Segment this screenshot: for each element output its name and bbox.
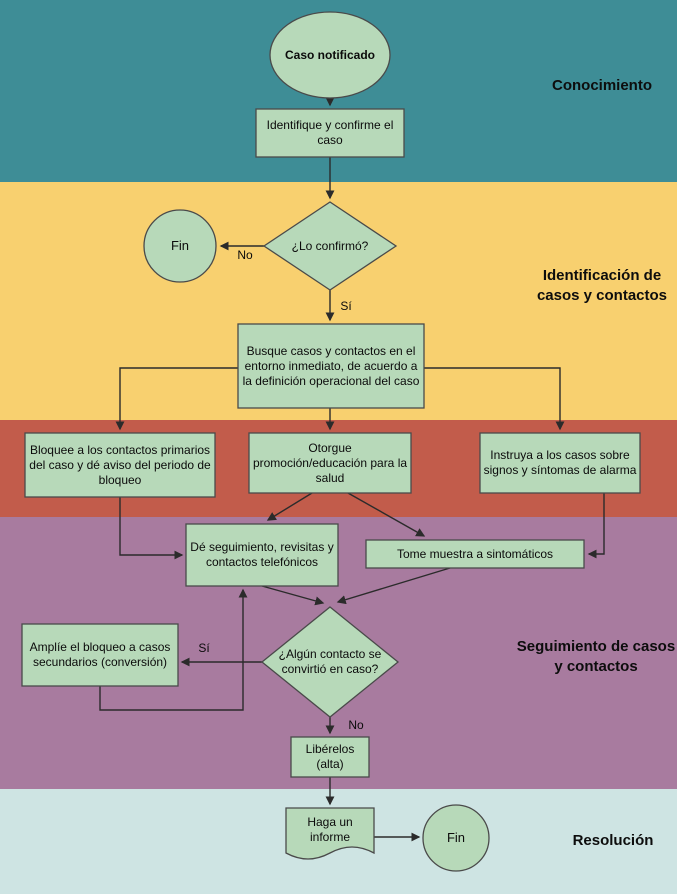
node-lo-confirmo: ¿Lo confirmó? [291, 238, 369, 253]
node-instruya: Instruya a los casos sobre signos y sínt… [483, 448, 637, 477]
node-shapes [21, 11, 641, 872]
node-liberelos-shape [290, 736, 370, 778]
edge-label-si-conversion: Sí [198, 641, 210, 655]
edge-otorgue-muestra [347, 492, 426, 537]
node-de-seguimiento: Dé seguimiento, revisitas y contactos te… [190, 540, 334, 569]
edge-busque-bloquee [115, 367, 238, 431]
edge-seguimiento-conversion [261, 585, 325, 606]
node-liberelos: Libérelos (alta) [305, 742, 355, 771]
band-label-conocimiento: Conocimiento [552, 77, 652, 94]
node-fin-2-shape [422, 804, 490, 872]
band-label-seguimiento: Seguimiento de casos y contactos [516, 638, 676, 675]
edge-label-si-confirmado: Sí [340, 299, 352, 313]
edge-muestra-conversion [336, 567, 451, 605]
node-amplie-shape [21, 623, 179, 687]
connectors [99, 97, 605, 842]
node-caso-notificado: Caso notificado [284, 47, 375, 62]
node-amplie: Amplíe el bloqueo a casos secundarios (c… [29, 640, 171, 669]
edge-bloquee-seguimiento [119, 497, 184, 560]
edge-busque-instruya [424, 367, 565, 431]
edge-otorgue-seguimiento [266, 492, 313, 521]
node-fin-1-shape [143, 209, 217, 283]
edge-instruya-muestra [587, 493, 605, 559]
node-identifique-shape [255, 108, 405, 158]
node-algun-contacto: ¿Algún contacto se convirtió en caso? [278, 647, 382, 676]
node-haga-informe-shape [285, 807, 375, 860]
band-label-resolucion: Resolución [572, 832, 654, 849]
node-caso-notificado-shape [269, 11, 391, 99]
node-haga-informe: Haga un informe [307, 815, 353, 844]
edge-amplie-loop [99, 588, 248, 711]
band-label-identificacion: Identificación de casos y contactos [536, 267, 668, 304]
node-fin-1: Fin [170, 237, 190, 253]
node-de-seguimiento-shape [185, 523, 339, 587]
node-tome-muestra: Tome muestra a sintomáticos [396, 546, 554, 561]
node-otorgue: Otorgue promoción/educación para la salu… [252, 440, 408, 485]
node-busque-shape [237, 323, 425, 409]
node-lo-confirmo-shape [262, 201, 398, 291]
node-algun-contacto-shape [260, 606, 400, 718]
node-bloquee-shape [24, 432, 216, 498]
node-bloquee: Bloquee a los contactos primarios del ca… [29, 442, 211, 487]
node-fin-2: Fin [446, 829, 466, 845]
node-otorgue-shape [248, 432, 412, 494]
node-identifique: Identifique y confirme el caso [266, 118, 394, 147]
edge-label-no-confirmado: No [237, 248, 253, 262]
node-instruya-shape [479, 432, 641, 494]
edge-label-no-conversion: No [348, 718, 364, 732]
node-busque: Busque casos y contactos en el entorno i… [242, 343, 420, 388]
node-tome-muestra-shape [365, 539, 585, 569]
